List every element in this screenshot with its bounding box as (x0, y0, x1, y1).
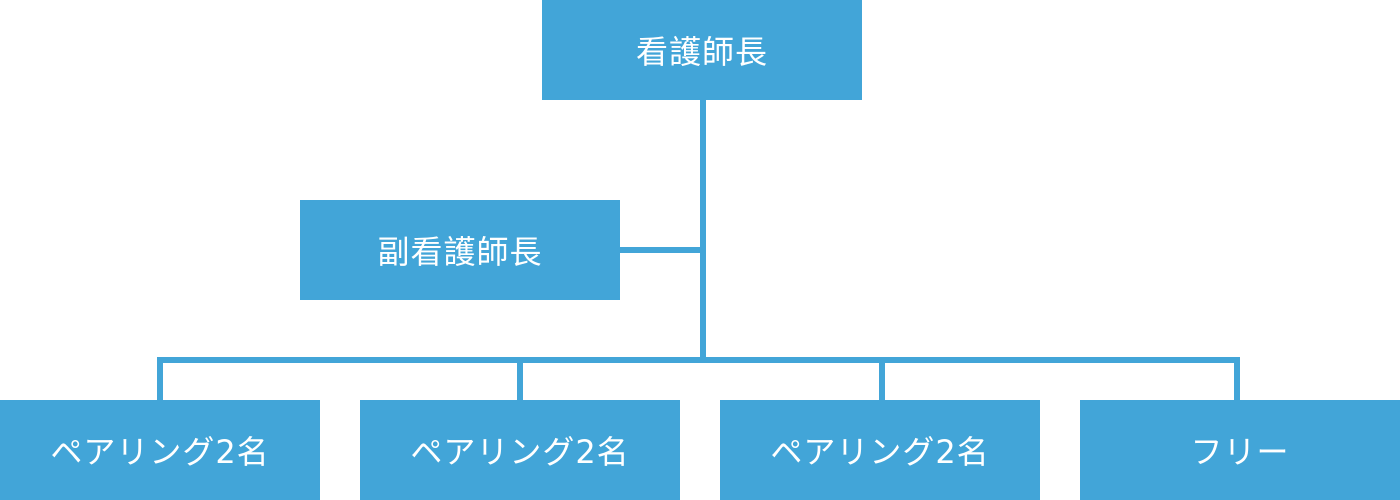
connector-team-bus (157, 357, 1240, 363)
node-team-label: ペアリング2名 (410, 433, 630, 471)
node-team-label: ペアリング2名 (50, 433, 270, 471)
connector-team-drop (879, 357, 885, 400)
connector-deputy (620, 247, 703, 253)
node-team: ペアリング2名 (720, 400, 1040, 500)
node-deputy-head-nurse: 副看護師長 (300, 200, 620, 300)
connector-team-drop (517, 357, 523, 400)
connector-team-drop (1234, 357, 1240, 400)
node-team: ペアリング2名 (0, 400, 320, 500)
node-deputy-head-nurse-label: 副看護師長 (377, 233, 543, 271)
connector-trunk (700, 100, 706, 363)
node-head-nurse-label: 看護師長 (635, 33, 768, 71)
connector-team-drop (157, 357, 163, 400)
node-team-free: フリー (1080, 400, 1400, 500)
node-team-free-label: フリー (1190, 433, 1290, 471)
node-head-nurse: 看護師長 (542, 0, 862, 100)
node-team-label: ペアリング2名 (770, 433, 990, 471)
node-team: ペアリング2名 (360, 400, 680, 500)
